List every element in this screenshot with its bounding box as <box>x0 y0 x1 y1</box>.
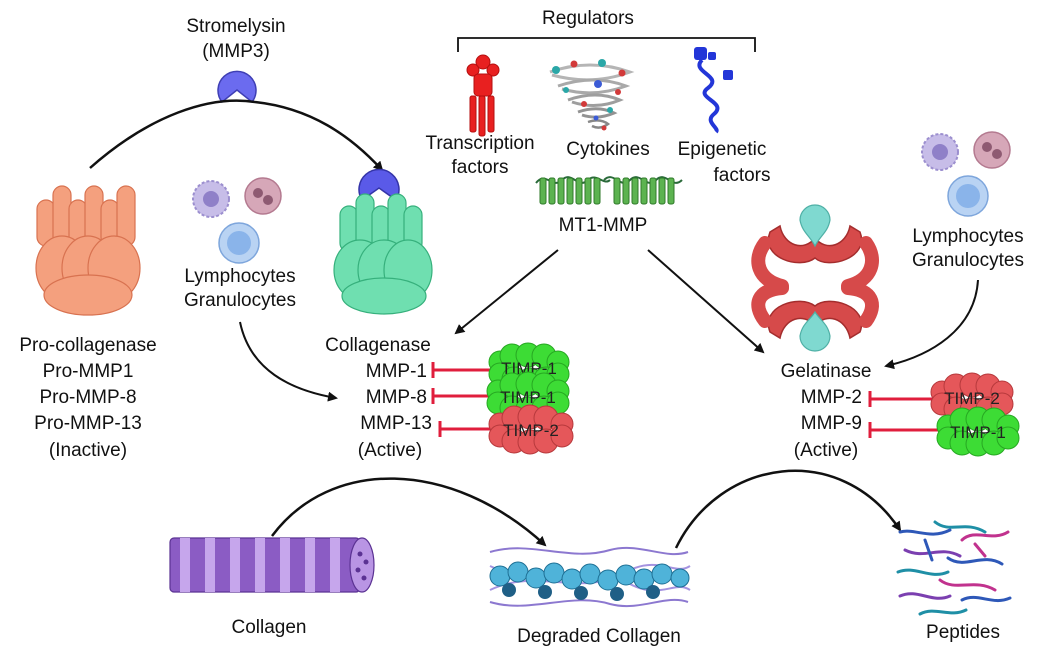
pro-label-3: Pro-MMP-8 <box>39 387 136 408</box>
timp-c3-label: TIMP-2 <box>503 421 559 440</box>
right-cells-label-2: Granulocytes <box>912 250 1024 271</box>
transcription-label-1: Transcription <box>425 133 534 154</box>
transcription-label-2: factors <box>451 157 508 178</box>
gelatinase-inhibition-lines <box>868 391 938 438</box>
arrow-left-cells-to-collagenase <box>239 321 338 402</box>
arrow-collagen-to-degraded <box>270 477 547 547</box>
collagenase-state: (Active) <box>358 440 422 461</box>
active-collagenase-enzyme-icon <box>333 193 433 315</box>
timp-g2-label: TIMP-1 <box>950 423 1006 442</box>
degraded-collagen-icon <box>489 546 691 608</box>
pro-collagenase-enzyme-icon <box>35 185 141 316</box>
left-cells-label-2: Granulocytes <box>184 290 296 311</box>
mt1-mmp-membrane-icon <box>535 176 683 205</box>
gelatinase-item-2: MMP-9 <box>801 413 862 434</box>
collagenase-item-1: MMP-1 <box>366 361 427 382</box>
mmp3-enzyme-icon <box>217 70 257 104</box>
gelatinase-title: Gelatinase <box>781 361 872 382</box>
pro-label-4: Pro-MMP-13 <box>34 413 142 434</box>
right-cells-label-1: Lymphocytes <box>912 226 1023 247</box>
pro-label-1: Pro-collagenase <box>19 335 156 356</box>
timp-blob-c3 <box>488 404 574 455</box>
collagenase-title: Collagenase <box>325 335 431 356</box>
arrow-degraded-to-peptides <box>674 469 902 549</box>
epigenetic-factor-icon <box>694 47 733 134</box>
collagen-fiber-icon <box>169 537 375 593</box>
pro-label-2: Pro-MMP1 <box>43 361 134 382</box>
collagenase-inhibition-lines <box>431 362 495 437</box>
gelatinase-state: (Active) <box>794 440 858 461</box>
left-cells-label-1: Lymphocytes <box>184 266 295 287</box>
arrow-mt1-to-collagenase <box>454 249 559 335</box>
collagen-label: Collagen <box>232 617 307 638</box>
epigenetic-label-1: Epigenetic <box>678 139 767 160</box>
gelatinase-item-1: MMP-2 <box>801 387 862 408</box>
right-immune-cells-icon <box>921 131 1011 217</box>
regulators-title: Regulators <box>542 8 634 29</box>
peptides-icon <box>896 520 1012 616</box>
cytokines-label: Cytokines <box>566 139 649 160</box>
collagenase-item-3: MMP-13 <box>360 413 432 434</box>
epigenetic-label-2: factors <box>713 165 770 186</box>
regulators-bracket <box>457 37 756 52</box>
regulators-group: Regulators Transcription factors <box>425 8 770 186</box>
transcription-factor-icon <box>466 54 500 137</box>
arrow-mt1-to-gelatinase <box>647 249 765 354</box>
arrow-right-cells-to-gelatinase <box>884 279 979 370</box>
peptides-label: Peptides <box>926 622 1000 643</box>
cytokine-tornado-icon <box>549 59 635 131</box>
timp-g1-label: TIMP-2 <box>944 389 1000 408</box>
degraded-collagen-label: Degraded Collagen <box>517 626 681 647</box>
timp-blob-g2 <box>936 406 1020 457</box>
mt1-mmp-label: MT1-MMP <box>559 215 648 236</box>
stromelysin-label-2: (MMP3) <box>202 41 270 62</box>
timp-c2-label: TIMP-1 <box>500 388 556 407</box>
gelatinase-enzyme-icon <box>751 204 879 352</box>
collagenase-item-2: MMP-8 <box>366 387 427 408</box>
stromelysin-label-1: Stromelysin <box>186 16 285 37</box>
pro-label-5: (Inactive) <box>49 440 127 461</box>
arrow-activation <box>89 99 384 172</box>
left-immune-cells-icon <box>192 177 282 264</box>
